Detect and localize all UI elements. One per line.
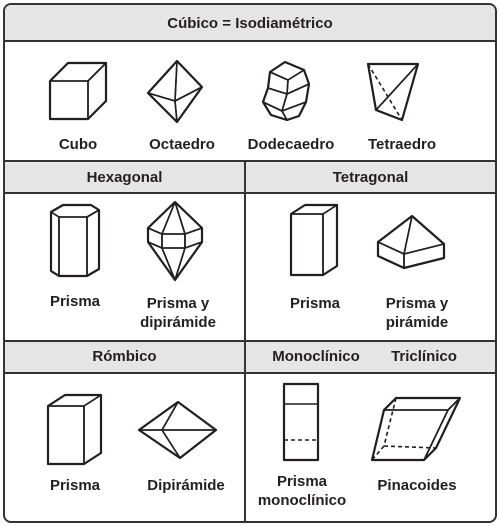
monoclinic-title: Monoclínico (272, 348, 360, 365)
column-divider (244, 160, 246, 521)
octahedron-icon (146, 59, 204, 124)
monoclinic-prism-icon (282, 382, 320, 462)
dipyramid-icon (137, 400, 218, 460)
crystal-systems-panel (3, 3, 497, 523)
monoclinic-prism-label: Prisma monoclínico (257, 473, 347, 509)
pinacoids-label: Pinacoides (377, 477, 457, 494)
hex-prism-dipyramid-label: Prisma y dipirámide (140, 295, 216, 331)
hexagonal-prism-dipyramid-icon (146, 200, 204, 282)
tetraedro-label: Tetraedro (367, 136, 437, 153)
triclinic-title: Triclínico (391, 348, 457, 365)
tetragonal-title: Tetragonal (332, 169, 409, 186)
tetrahedron-icon (366, 62, 420, 122)
cubo-label: Cubo (58, 136, 98, 153)
hexagonal-prism-icon (49, 203, 101, 278)
dipyramid-label: Dipirámide (147, 477, 225, 494)
tetragonal-prism-icon (289, 203, 339, 277)
hexagonal-title: Hexagonal (86, 169, 163, 186)
tetra-prism-label: Prisma (289, 295, 341, 312)
octaedro-label: Octaedro (149, 136, 215, 153)
rombic-title: Rómbico (92, 348, 157, 365)
cubic-title: Cúbico = Isodiamétrico (167, 15, 333, 32)
dodecaedro-label: Dodecaedro (247, 136, 335, 153)
orthorhombic-prism-icon (46, 393, 103, 466)
tetragonal-prism-pyramid-icon (376, 214, 446, 270)
rombic-monoclinic-header-band (5, 340, 495, 374)
tetra-prism-pyramid-label: Prisma y pirámide (385, 295, 449, 331)
hexagonal-tetragonal-header-band (5, 160, 495, 194)
cubic-header-band (5, 5, 495, 42)
hex-prism-label: Prisma (49, 293, 101, 310)
dodecahedron-icon (261, 60, 311, 122)
rombic-prism-label: Prisma (49, 477, 101, 494)
pinacoids-icon (370, 396, 462, 462)
cube-icon (48, 61, 108, 121)
